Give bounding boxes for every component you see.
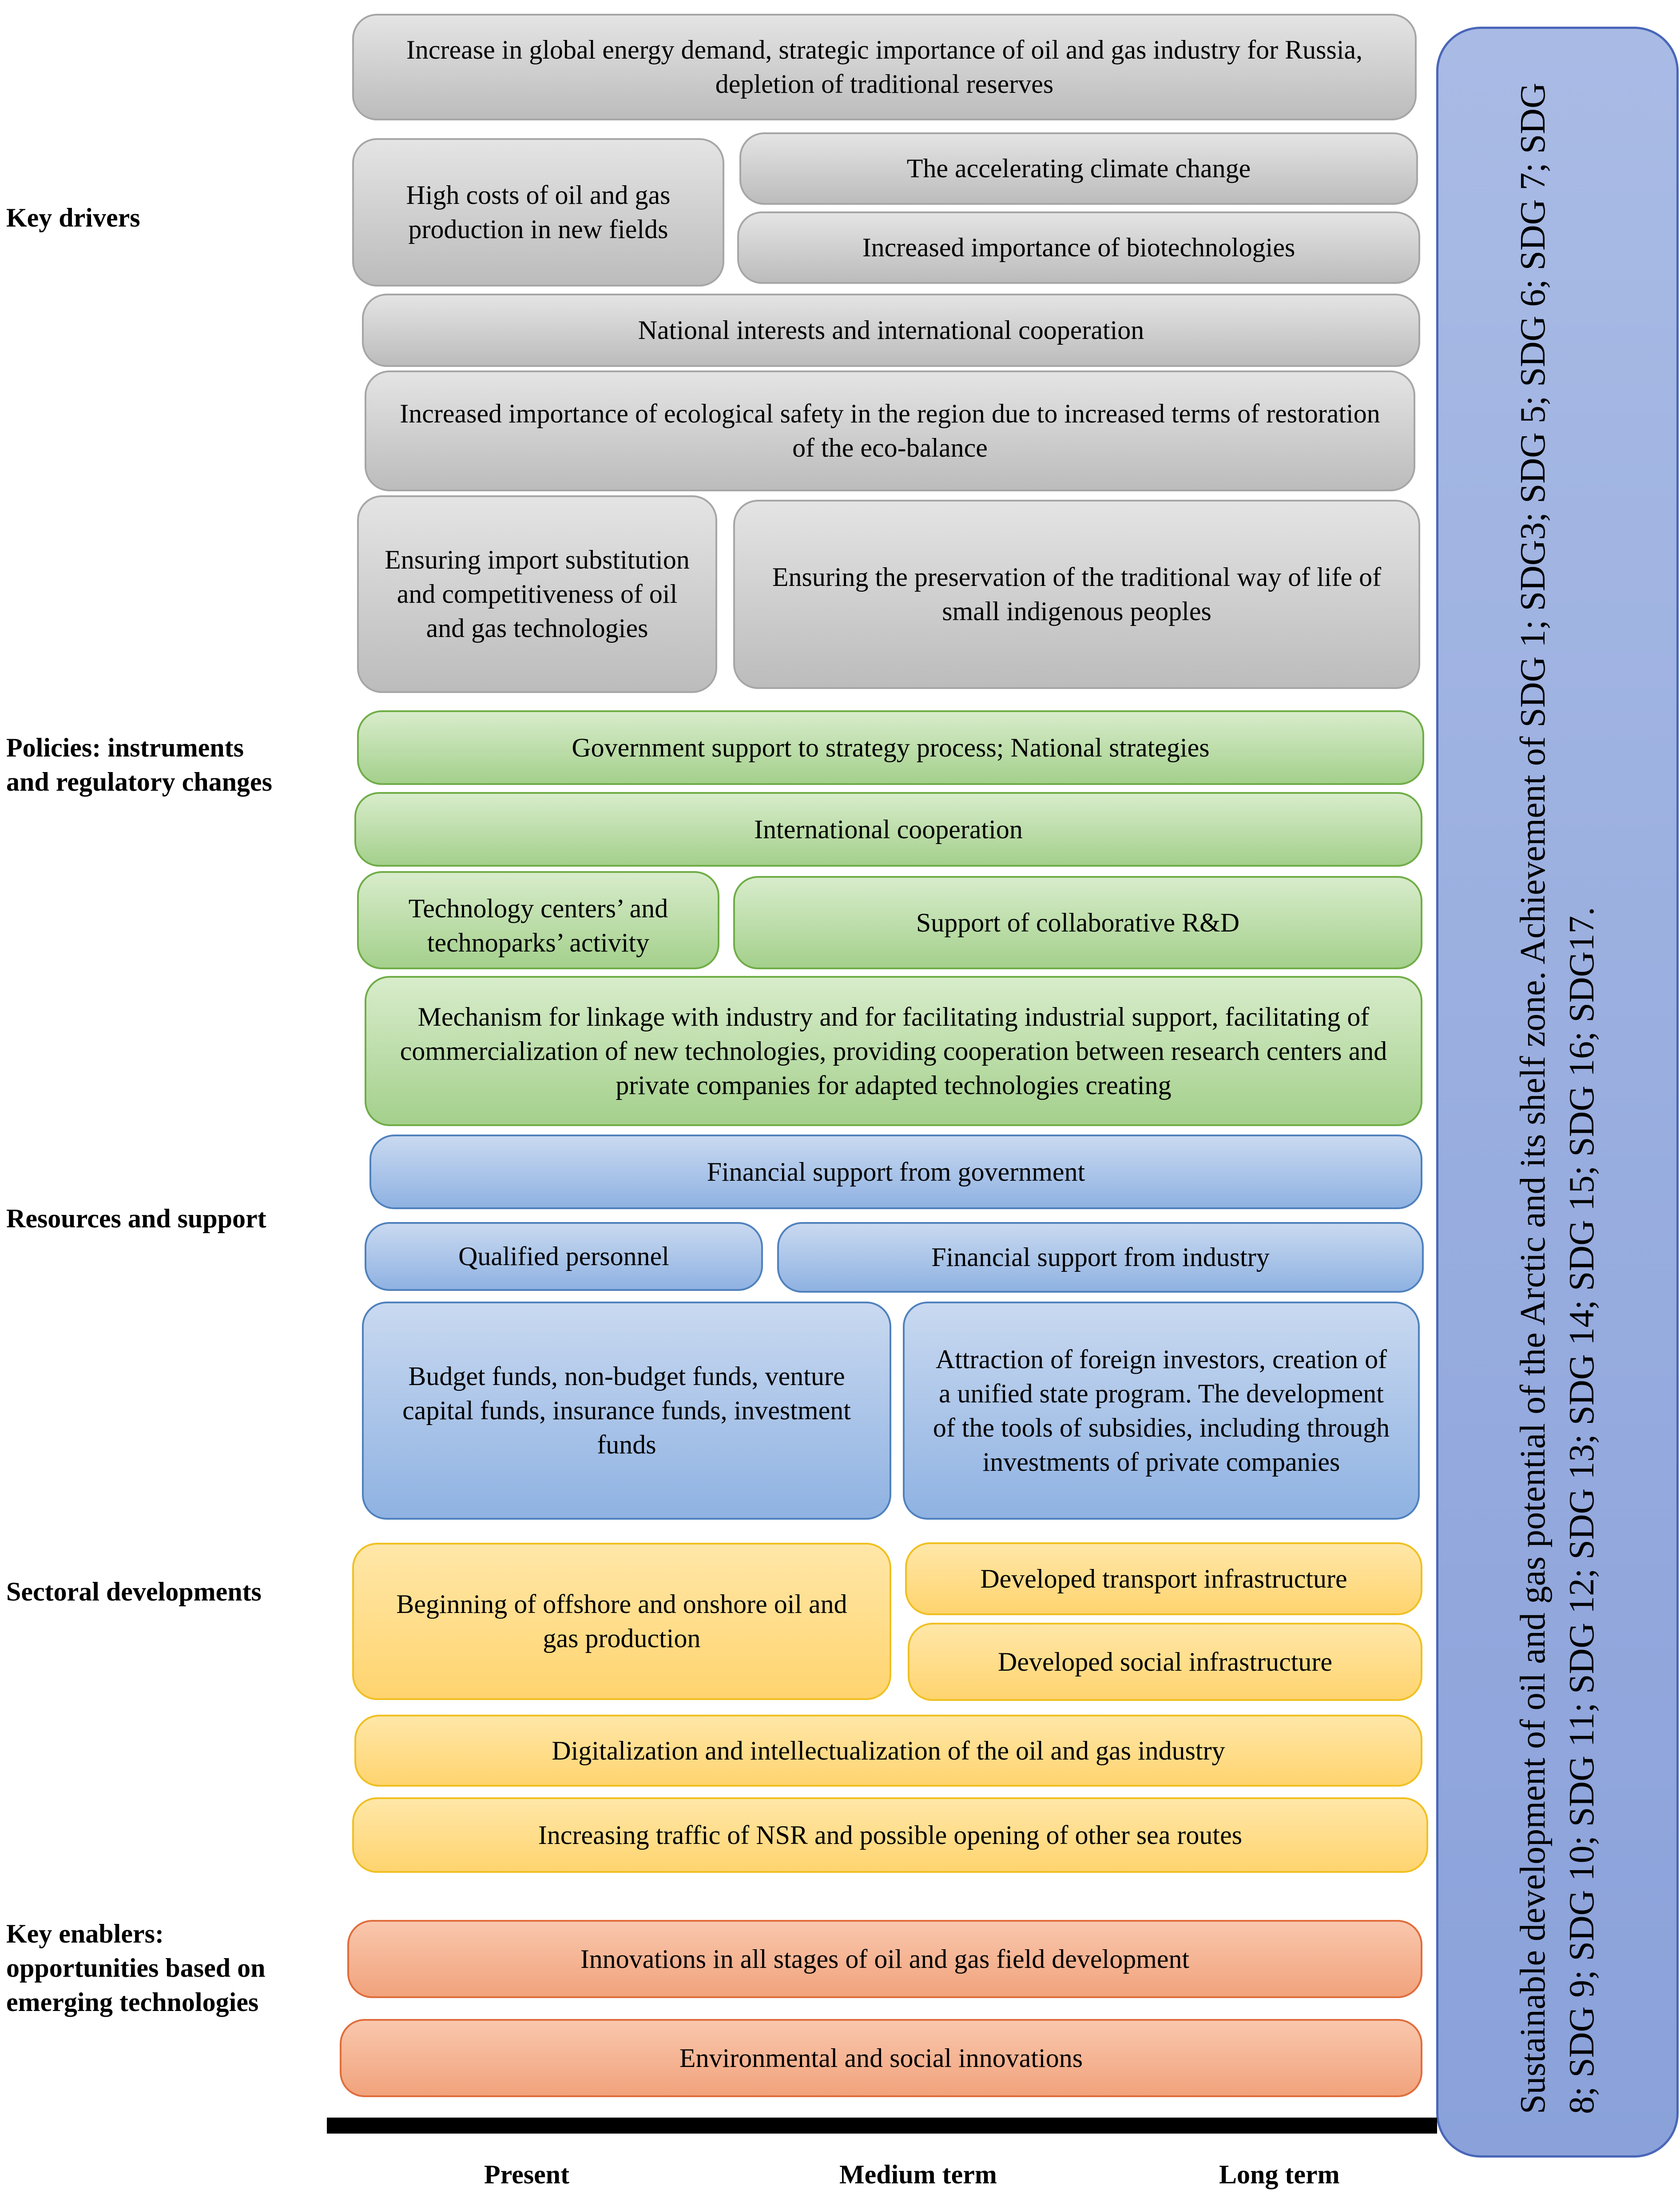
sector-social-infrastructure: Developed social infrastructure [908,1623,1422,1701]
policy-government-support: Government support to strategy process; … [357,710,1424,785]
resource-government-finance: Financial support from government [369,1135,1422,1209]
sector-transport-infrastructure: Developed transport infrastructure [905,1542,1422,1615]
driver-climate-change: The accelerating climate change [739,132,1418,205]
policy-international-cooperation: International cooperation [354,792,1422,867]
sector-offshore-production: Beginning of offshore and onshore oil an… [352,1543,891,1700]
policy-industry-linkage: Mechanism for linkage with industry and … [365,976,1422,1126]
enabler-field-innovations: Innovations in all stages of oil and gas… [347,1920,1422,1998]
timeline-axis [327,2118,1437,2134]
timeline-present: Present [484,2160,570,2189]
row-label-policies: Policies: instruments and regulatory cha… [6,733,272,796]
resource-industry-finance: Financial support from industry [777,1222,1424,1293]
driver-national-interests: National interests and international coo… [362,294,1420,367]
policy-collaborative-rd: Support of collaborative R&D [733,876,1422,969]
resource-funds: Budget funds, non-budget funds, venture … [362,1302,891,1520]
row-label-key-drivers: Key drivers [6,203,140,232]
resource-foreign-investors: Attraction of foreign investors, creatio… [903,1302,1420,1520]
driver-import-substitution: Ensuring import substitution and competi… [357,495,717,693]
enabler-environmental-innovations: Environmental and social innovations [340,2019,1422,2097]
row-label-enablers: Key enablers: opportunities based on eme… [6,1919,266,2017]
timeline-long-term: Long term [1219,2160,1340,2189]
sector-digitalization: Digitalization and intellectualization o… [354,1715,1422,1787]
driver-global-energy-demand: Increase in global energy demand, strate… [352,14,1417,120]
driver-high-costs: High costs of oil and gas production in … [352,138,724,287]
resource-qualified-personnel: Qualified personnel [365,1222,763,1291]
row-label-resources: Resources and support [6,1204,266,1233]
sustainable-development-goal-text: Sustainable development of oil and gas p… [1513,82,1601,2114]
driver-ecological-safety: Increased importance of ecological safet… [365,370,1415,491]
driver-biotechnologies: Increased importance of biotechnologies [737,211,1420,284]
row-label-sectoral: Sectoral developments [6,1577,262,1606]
sector-nsr-traffic: Increasing traffic of NSR and possible o… [352,1797,1428,1873]
sustainable-development-goal-box: Sustainable development of oil and gas p… [1436,27,1679,2158]
policy-technology-centers: Technology centers’ and technoparks’ act… [357,871,719,969]
timeline-medium-term: Medium term [839,2160,997,2189]
driver-indigenous-peoples: Ensuring the preservation of the traditi… [733,500,1420,689]
